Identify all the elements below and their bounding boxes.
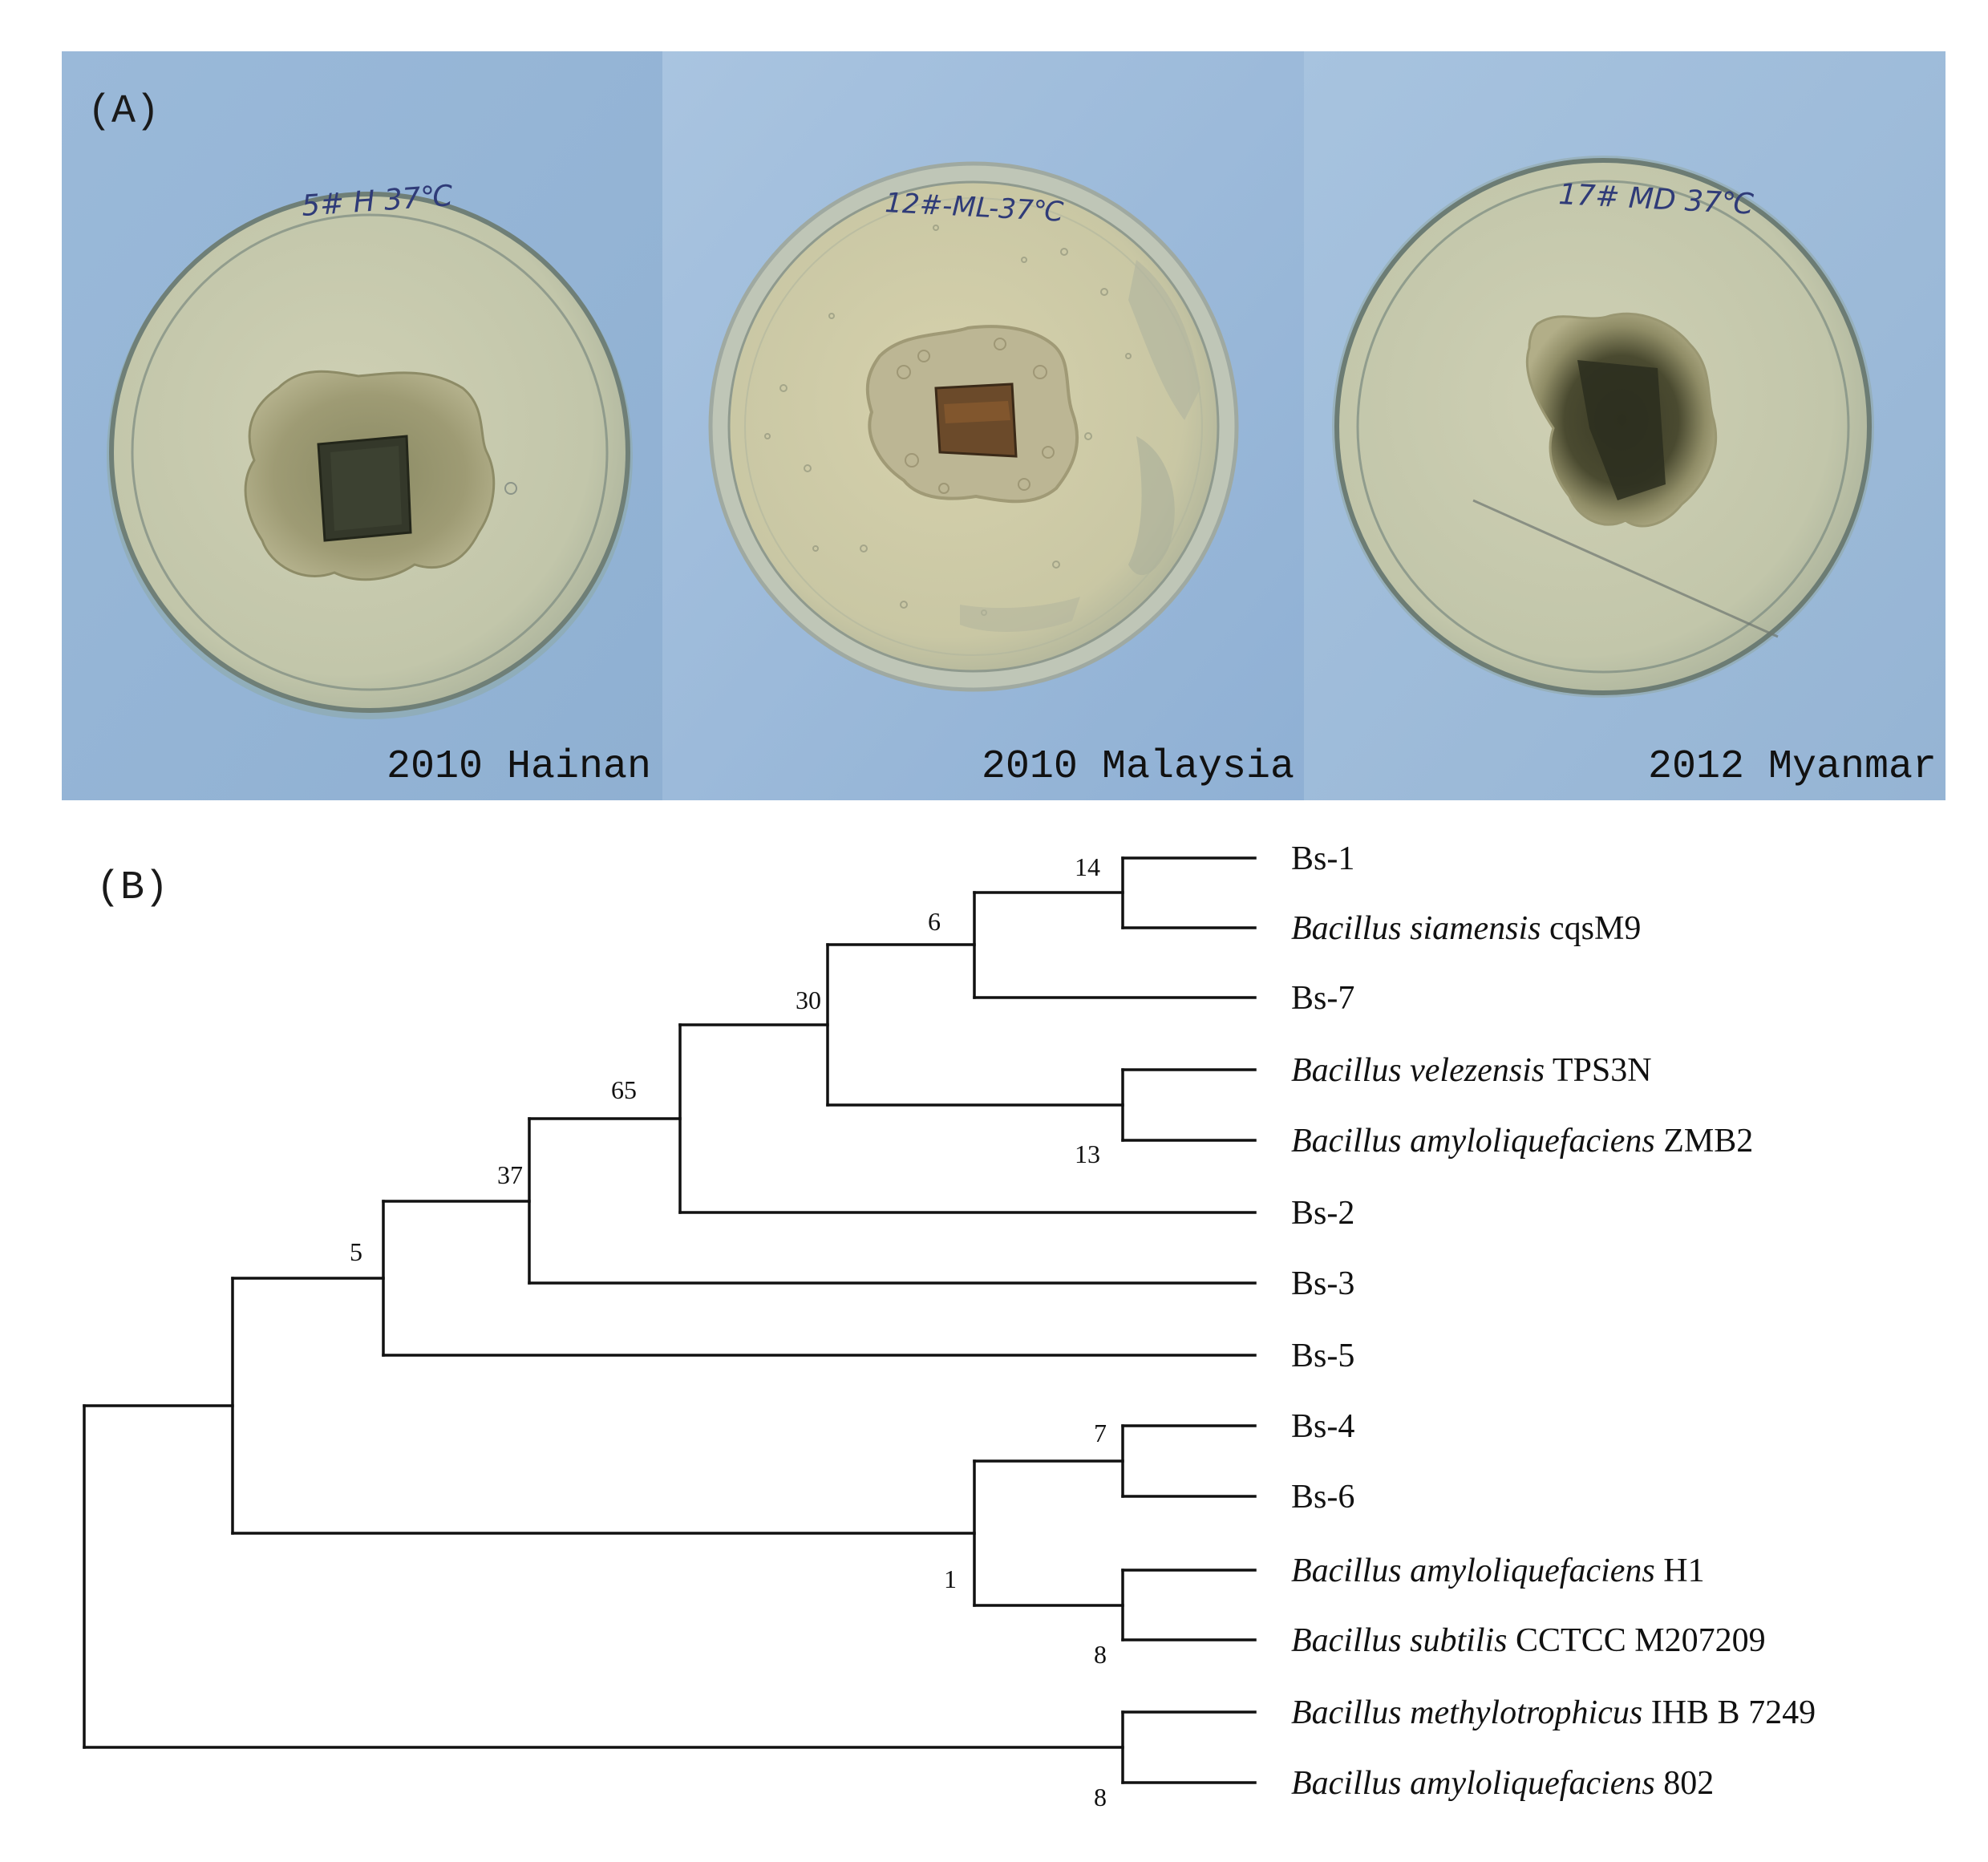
- caption-malaysia: 2010 Malaysia: [982, 744, 1294, 790]
- taxon-label: Bacillus amyloliquefaciens ZMB2: [1291, 1123, 1753, 1160]
- bootstrap-label: 65: [611, 1075, 637, 1104]
- bootstrap-label: 8: [1094, 1640, 1107, 1669]
- taxon-label: Bs-4: [1291, 1408, 1354, 1445]
- phylogenetic-tree-panel: (B) 14 6 30 65 37 5 13 7 1 8 8 Bs-1 Baci…: [0, 802, 1988, 1858]
- panel-b-label: (B): [96, 865, 168, 911]
- bootstrap-values: 14 6 30 65 37 5 13 7 1 8 8: [350, 852, 1107, 1811]
- taxon-label: Bs-5: [1291, 1338, 1354, 1374]
- taxon-label: Bacillus amyloliquefaciens 802: [1291, 1765, 1714, 1802]
- photo-myanmar: [1304, 51, 1945, 800]
- bootstrap-label: 37: [497, 1160, 523, 1189]
- bootstrap-label: 14: [1075, 852, 1100, 881]
- bootstrap-label: 5: [350, 1237, 362, 1266]
- caption-hainan: 2010 Hainan: [387, 744, 651, 790]
- tree-branches: [83, 856, 1257, 1784]
- plate-photographs-panel: 5# H 37℃: [62, 51, 1945, 800]
- bootstrap-label: 1: [944, 1564, 957, 1593]
- taxon-label: Bs-2: [1291, 1195, 1354, 1232]
- photo-hainan: [62, 51, 662, 800]
- taxon-label: Bs-6: [1291, 1479, 1354, 1516]
- taxon-label: Bs-7: [1291, 980, 1354, 1017]
- bootstrap-label: 8: [1094, 1783, 1107, 1811]
- plate-photographs: 5# H 37℃: [62, 51, 1945, 800]
- photo-malaysia: [662, 51, 1304, 800]
- taxon-label: Bacillus subtilis CCTCC M207209: [1291, 1622, 1766, 1659]
- taxon-label: Bacillus velezensis TPS3N: [1291, 1052, 1652, 1089]
- panel-a-label: (A): [87, 89, 160, 135]
- taxon-label: Bs-3: [1291, 1265, 1354, 1302]
- bootstrap-label: 13: [1075, 1139, 1100, 1168]
- bootstrap-label: 7: [1094, 1419, 1107, 1447]
- taxon-label: Bs-1: [1291, 840, 1354, 877]
- taxon-label: Bacillus methylotrophicus IHB B 7249: [1291, 1694, 1816, 1731]
- caption-myanmar: 2012 Myanmar: [1648, 744, 1937, 790]
- phylogenetic-tree: (B) 14 6 30 65 37 5 13 7 1 8 8 Bs-1 Baci…: [83, 840, 1816, 1811]
- taxon-labels: Bs-1 Bacillus siamensis cqsM9 Bs-7 Bacil…: [1291, 840, 1816, 1802]
- bootstrap-label: 30: [796, 986, 821, 1014]
- taxon-label: Bacillus siamensis cqsM9: [1291, 910, 1641, 947]
- bootstrap-label: 6: [928, 907, 941, 936]
- taxon-label: Bacillus amyloliquefaciens H1: [1291, 1552, 1705, 1589]
